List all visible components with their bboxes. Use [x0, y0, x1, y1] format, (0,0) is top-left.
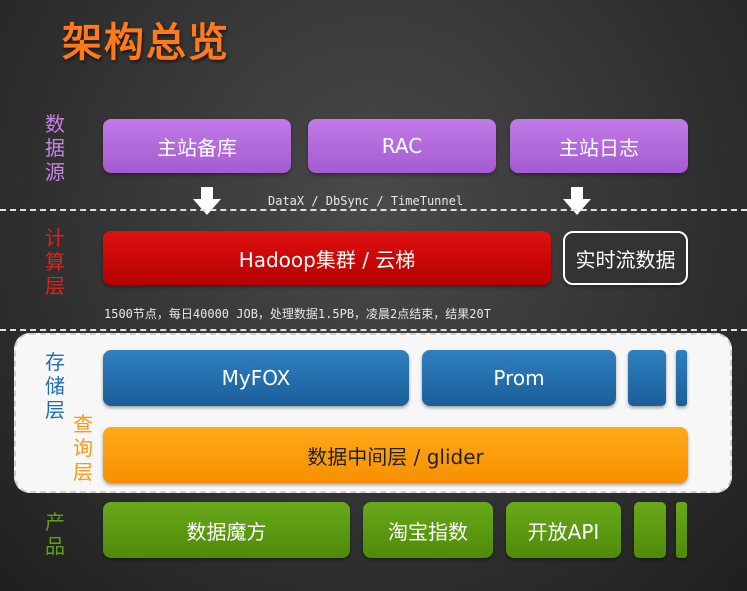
layer-label-query: 查询层	[73, 412, 93, 484]
product-box-extra	[634, 502, 666, 558]
hadoop-cluster-box: Hadoop集群 / 云梯	[103, 231, 551, 285]
layer-label-product: 产品	[45, 510, 65, 558]
data-middleware-box: 数据中间层 / glider	[103, 427, 688, 483]
storage-box-extra	[628, 350, 666, 406]
product-box-extra	[676, 502, 687, 558]
layer-label-compute: 计算层	[45, 226, 65, 298]
product-box-open-api: 开放API	[506, 502, 621, 558]
stream-data-box: 实时流数据	[563, 231, 688, 285]
compute-stats-note: 1500节点，每日40000 JOB，处理数据1.5PB，凌晨2点结束，结果20…	[104, 307, 491, 321]
layer-label-data-source: 数据源	[45, 112, 65, 184]
storage-box-extra	[676, 350, 687, 406]
layer-divider	[0, 209, 747, 211]
down-arrow-icon	[563, 187, 591, 215]
sync-tools-label: DataX / DbSync / TimeTunnel	[268, 194, 464, 208]
slide-title: 架构总览	[62, 20, 230, 66]
source-box-main-log: 主站日志	[510, 119, 688, 173]
storage-box-prom: Prom	[422, 350, 616, 406]
layer-divider	[0, 329, 747, 331]
product-box-taobao-index: 淘宝指数	[363, 502, 493, 558]
product-box-data-cube: 数据魔方	[103, 502, 350, 558]
source-box-main-standby: 主站备库	[103, 119, 291, 173]
down-arrow-icon	[193, 187, 221, 215]
layer-label-storage: 存储层	[45, 350, 65, 422]
storage-box-myfox: MyFOX	[103, 350, 409, 406]
source-box-rac: RAC	[308, 119, 496, 173]
